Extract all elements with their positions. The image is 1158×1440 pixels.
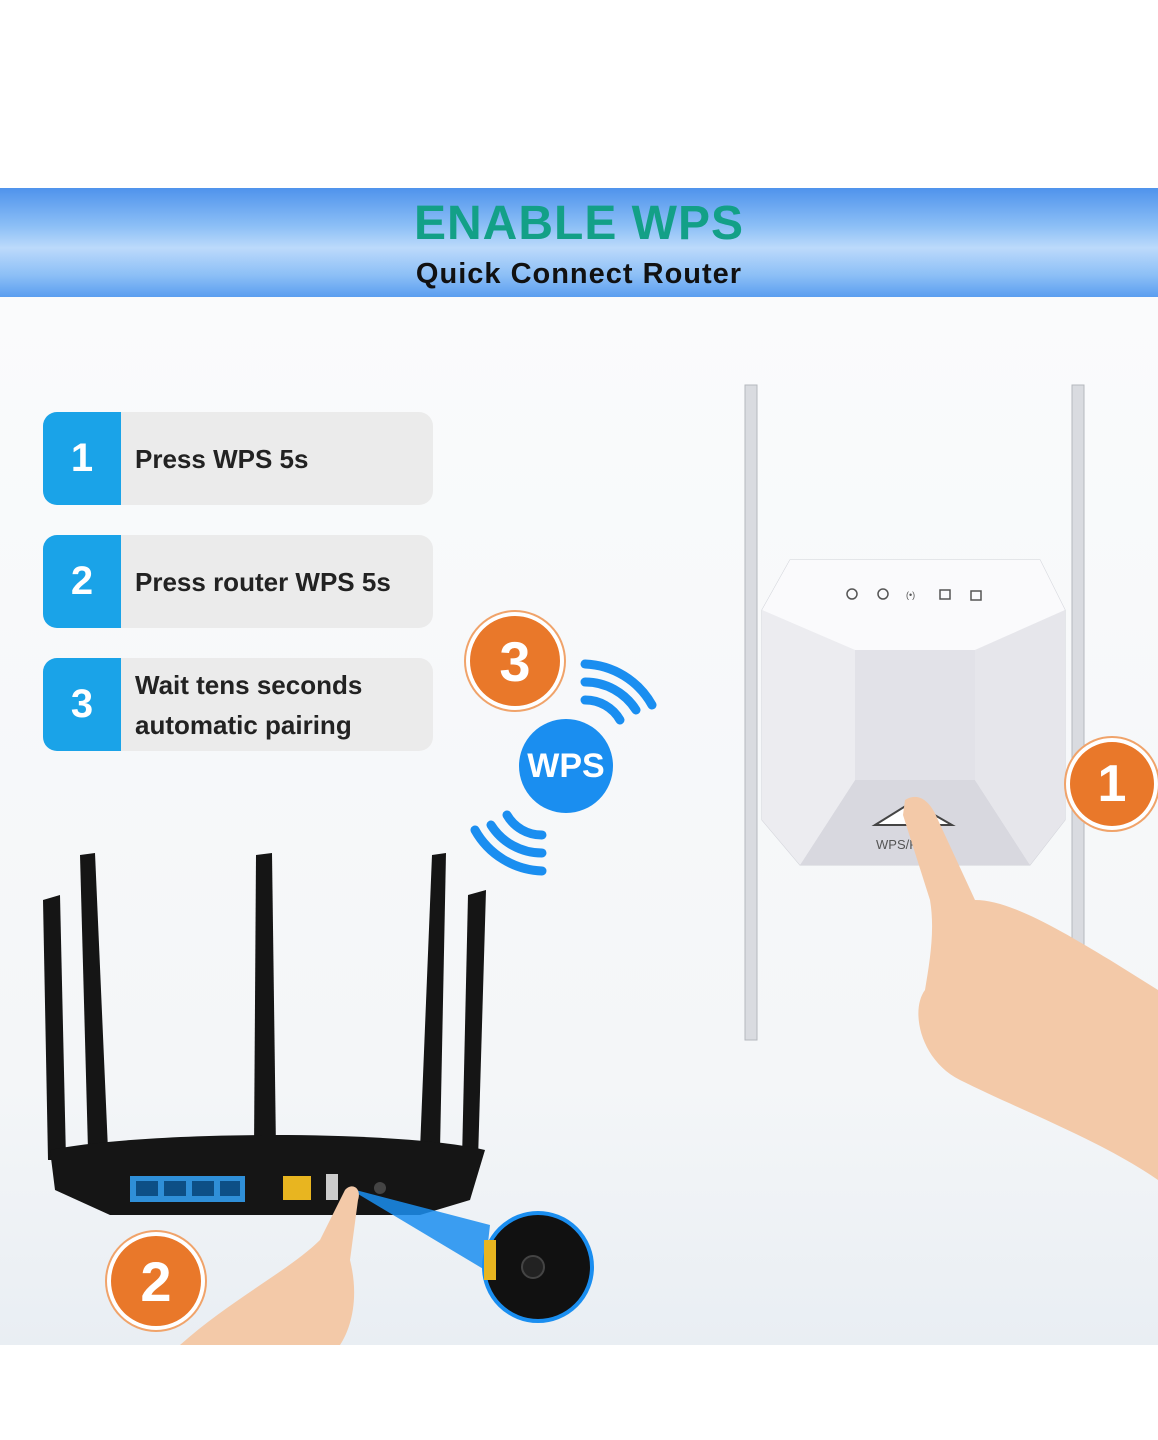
step-badge-2: 2: [107, 1232, 205, 1330]
step-1: 1 Press WPS 5s: [43, 412, 433, 505]
step-text: Press router WPS 5s: [135, 566, 391, 597]
svg-text:(•): (•): [906, 590, 915, 600]
step-badge-1: 1: [1066, 738, 1158, 830]
step-3: 3 Wait tens seconds automatic pairing: [43, 658, 433, 751]
page-subtitle: Quick Connect Router: [415, 258, 743, 290]
step-text: Press WPS 5s: [135, 443, 309, 474]
step-number: 1: [43, 412, 121, 505]
step-number: 3: [43, 658, 121, 751]
wps-icon: WPS: [519, 719, 613, 813]
step-text: Wait tens seconds automatic pairing: [135, 669, 363, 740]
wps-button-label: WPS/R: [876, 837, 919, 852]
page-title: ENABLE WPS: [413, 197, 744, 250]
step-2: 2 Press router WPS 5s: [43, 535, 433, 628]
step-badge-3: 3: [466, 612, 564, 710]
header-banner: ENABLE WPS Quick Connect Router: [0, 188, 1158, 297]
step-number: 2: [43, 535, 121, 628]
